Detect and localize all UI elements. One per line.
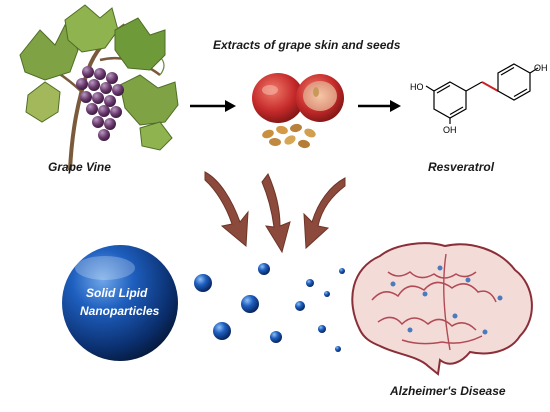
molecule-oh-right: OH	[534, 63, 548, 73]
resveratrol-structure	[425, 63, 539, 124]
small-nanoparticles	[194, 263, 345, 352]
molecule-oh-bottom: OH	[443, 125, 457, 135]
grape-vine-illustration	[19, 4, 179, 171]
disease-label: Alzheimer's Disease	[390, 384, 506, 398]
molecule-oh-top-left: HO	[410, 82, 424, 92]
arrow-extract-to-resveratrol	[358, 100, 401, 112]
resveratrol-label: Resveratrol	[428, 160, 495, 174]
brain-illustration	[351, 242, 533, 376]
arrow-vine-to-extract	[190, 100, 236, 112]
sln-label-line2: Nanoparticles	[80, 304, 160, 318]
extracts-label: Extracts of grape skin and seeds	[213, 38, 401, 52]
nanoparticle-sphere	[62, 245, 178, 361]
curved-down-arrows	[204, 171, 346, 254]
sln-label-line1: Solid Lipid	[86, 286, 148, 300]
grape-and-seeds-illustration	[252, 73, 344, 149]
grape-vine-label: Grape Vine	[48, 160, 111, 174]
